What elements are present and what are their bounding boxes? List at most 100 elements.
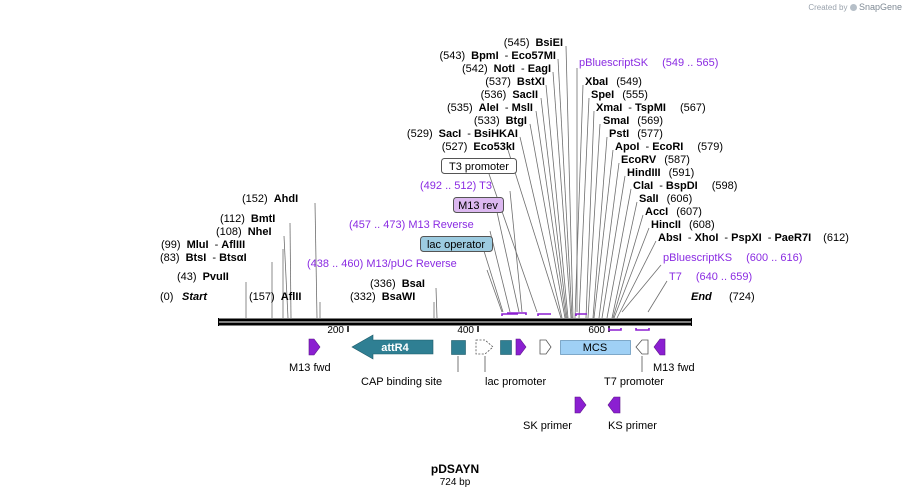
bracket-m13-reverse (507, 312, 527, 315)
plasmid-map: 200 400 600 (0) Start End (724) (160, 37, 849, 432)
leader-acci (612, 214, 644, 319)
sites-upper-right: XbaI(549) SpeI(555) XmaI- TspMI(567) Sma… (585, 76, 849, 244)
site-152: (152)AhdI (242, 193, 298, 205)
backbone-top-strand (218, 318, 692, 322)
leader-ecorv (598, 162, 620, 319)
leader-m13-puc-reverse (486, 269, 503, 313)
sites-upper-left: (545)BsiEI (543)BpmI- Eco57MI (542)NotI-… (407, 37, 563, 153)
site-529: (529)SacI- BsiHKAI (407, 128, 518, 140)
t3-promoter-label: T3 promoter (449, 161, 509, 173)
boxed-labels: T3 promoter M13 rev lac operator (420, 158, 517, 252)
site-579: ApoI- EcoRI(579) (615, 141, 723, 153)
leader-hindiii (601, 175, 626, 319)
leader-lac-operator (483, 250, 504, 313)
ruler-label-200: 200 (327, 325, 344, 336)
ruler-label-400: 400 (457, 325, 474, 336)
site-332: (332)BsaWI (350, 291, 415, 303)
t3-promoter-arrow (539, 339, 552, 355)
leader-psti (592, 136, 608, 319)
start-marker: (0) Start (160, 291, 208, 303)
leader-xmai (585, 110, 595, 319)
sites-left: (152)AhdI (112)BmtI (108)NheI (99)MluI- … (160, 193, 425, 303)
ks-primer-arrow (607, 396, 621, 414)
site-537: (537)BstXI (485, 76, 545, 88)
site-527: (527)Eco53kI (442, 141, 515, 153)
leader-clai (606, 188, 632, 319)
t7-promoter-arrow (635, 339, 649, 355)
site-587: EcoRV(587) (621, 154, 690, 166)
leader-spei (578, 97, 590, 319)
start-label: Start (182, 291, 208, 303)
backbone-bottom-strand (218, 322, 692, 326)
site-leaders (245, 45, 668, 319)
lac-operator-box (420, 236, 493, 252)
site-549: XbaI(549) (585, 76, 642, 88)
site-598: ClaI- BspDI(598) (633, 180, 737, 192)
snapgene-logo-icon (849, 4, 857, 11)
lac-operator-label: lac operator (427, 239, 485, 251)
mcs-box (560, 340, 631, 355)
site-99: (99)MluI- AflIII (161, 239, 245, 251)
m13-fwd-left-arrow (308, 338, 321, 356)
site-606: SalI(606) (639, 193, 692, 205)
ks-primer-label: KS primer (608, 420, 657, 432)
lac-promoter-arrow (475, 339, 494, 355)
lac-promoter-label: lac promoter (485, 376, 546, 388)
attr4-label: attR4 (381, 342, 409, 354)
leader-smai (587, 123, 601, 319)
leader-t3 (509, 190, 523, 313)
sk-primer-arrow (574, 396, 587, 414)
m13-fwd-right-label: M13 fwd (653, 362, 695, 374)
leader-bstxi (545, 84, 569, 319)
leader-sali (611, 201, 638, 319)
site-567: XmaI- TspMI(567) (596, 102, 706, 114)
label-m13-puc-reverse: (438 .. 460) M13/pUC Reverse (307, 258, 457, 270)
primer-brackets (501, 312, 650, 331)
bracket-t3 (537, 313, 551, 316)
end-label: End (691, 291, 712, 303)
site-533: (533)BtgI (474, 115, 527, 127)
site-569: SmaI(569) (603, 115, 663, 127)
bracket-pbluescriptks (608, 328, 622, 331)
leader-alei (535, 110, 567, 319)
ruler-label-600: 600 (588, 325, 605, 336)
site-536: (536)SacII (481, 89, 538, 101)
credit-prefix: Created by (808, 3, 848, 12)
label-pbluescriptks: pBluescriptKS(600 .. 616) (663, 252, 802, 264)
leader-noti (552, 71, 572, 319)
site-612: AbsI- XhoI- PspXI- PaeR7I(612) (658, 232, 849, 244)
m13-rev-box (453, 197, 504, 213)
primer-labels: pBluescriptSK(549 .. 565) (492 .. 512) T… (307, 57, 802, 283)
end-position: (724) (729, 291, 755, 303)
leader-sacii (540, 97, 568, 319)
t3-promoter-box (441, 158, 517, 174)
site-157: (157)AflII (249, 291, 301, 303)
m13-fwd-left-label: M13 fwd (289, 362, 331, 374)
m13-rev-label: M13 rev (458, 200, 498, 212)
leader-apoi (593, 149, 614, 319)
site-535: (535)AleI- MslI (447, 102, 533, 114)
m13-fwd-right-arrow (653, 338, 666, 356)
bracket-pbluescriptsk (575, 313, 587, 316)
sk-primer-label: SK primer (523, 420, 572, 432)
leader-btgi (529, 123, 566, 319)
cap-binding-site-box (451, 340, 466, 355)
site-591: HindIII(591) (627, 167, 694, 179)
site-43: (43)PvuII (177, 271, 229, 283)
cap-binding-site-label: CAP binding site (361, 376, 442, 388)
site-336: (336)BsaI (370, 278, 425, 290)
leader-eco53ki (507, 149, 562, 319)
site-112: (112)BmtI (220, 213, 275, 225)
end-marker: End (724) (691, 291, 755, 303)
site-543: (543)BpmI- Eco57MI (439, 50, 556, 62)
site-577: PstI(577) (609, 128, 663, 140)
leader-xbai (574, 84, 584, 319)
leader-bsai (435, 287, 438, 319)
leader-bsiei (565, 45, 574, 319)
plasmid-size: 724 bp (439, 477, 471, 488)
site-555: SpeI(555) (591, 89, 648, 101)
mcs-label: MCS (583, 342, 607, 354)
leader-t7 (647, 280, 668, 313)
leader-pbluescriptks (621, 264, 662, 313)
ruler: 200 400 600 (327, 325, 610, 336)
